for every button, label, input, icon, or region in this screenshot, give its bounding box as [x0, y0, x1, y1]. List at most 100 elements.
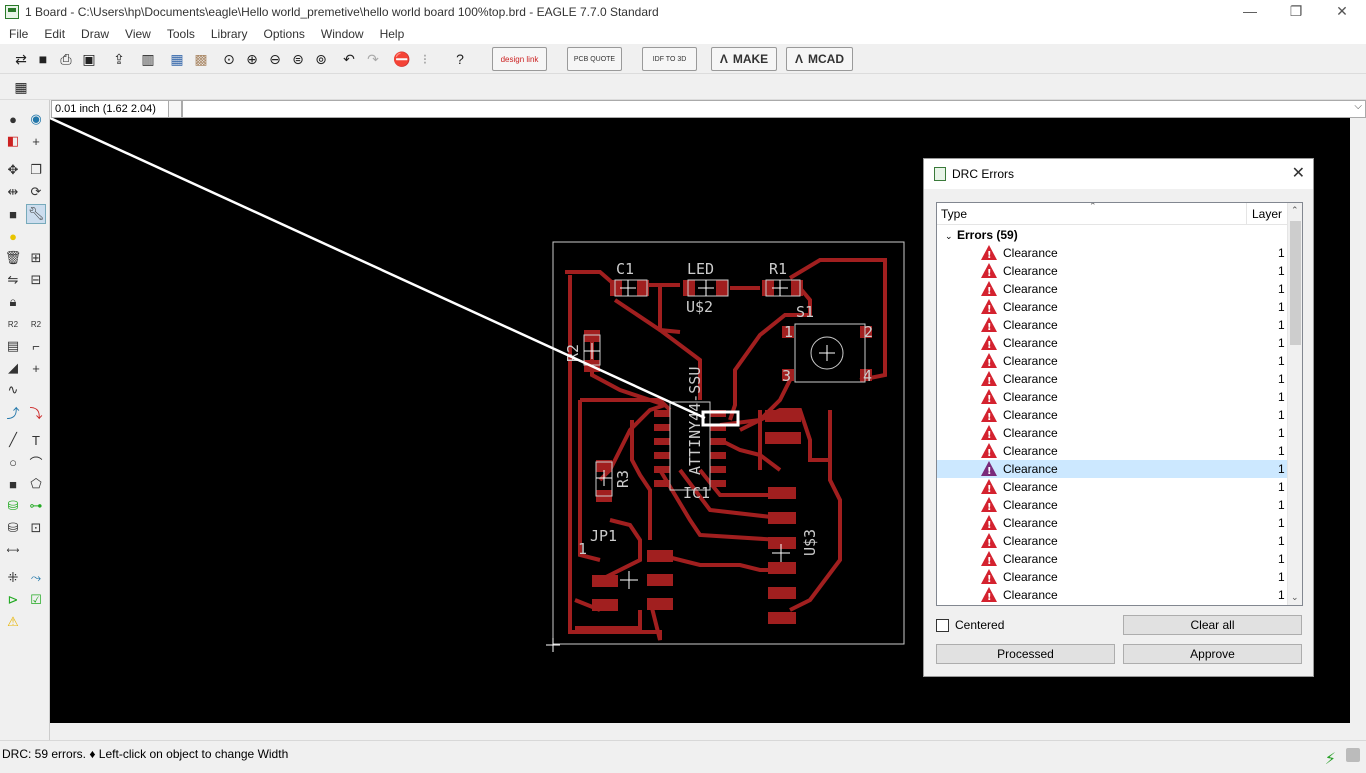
centered-checkbox[interactable]: Centered: [936, 618, 1004, 632]
sch-icon[interactable]: ▦: [170, 50, 184, 67]
mark-icon[interactable]: +: [32, 133, 40, 149]
smash-icon[interactable]: ▤: [6, 338, 20, 353]
add-icon[interactable]: ⊞: [30, 250, 42, 265]
zoom-prev-icon[interactable]: ⊜: [292, 50, 304, 67]
polygon-icon[interactable]: ⬠: [30, 476, 42, 491]
help-icon[interactable]: ?: [456, 51, 464, 67]
undo-icon[interactable]: ↶: [343, 50, 355, 67]
menu-library[interactable]: Library: [210, 27, 248, 41]
menu-options[interactable]: Options: [263, 27, 305, 41]
delete-icon[interactable]: 🗑︎: [4, 250, 22, 265]
attribute-icon[interactable]: ⊡: [30, 520, 42, 535]
ripup-icon[interactable]: ⤵: [29, 405, 43, 421]
close-icon[interactable]: ✕: [1291, 165, 1305, 182]
column-layer[interactable]: Layer: [1246, 203, 1282, 225]
info-icon[interactable]: ●: [9, 111, 17, 127]
horizontal-scrollbar[interactable]: [50, 723, 1350, 740]
go-icon[interactable]: ⚡: [1324, 751, 1336, 768]
brd-icon[interactable]: ▩: [194, 50, 208, 67]
menu-window[interactable]: Window: [320, 27, 364, 41]
minimize-button[interactable]: —: [1243, 3, 1257, 19]
signal-icon[interactable]: ⊶: [29, 498, 43, 513]
split-icon[interactable]: ◢: [8, 360, 18, 375]
close-window-button[interactable]: ✕: [1336, 3, 1348, 19]
grid-icon[interactable]: ▦: [14, 78, 28, 95]
name-icon[interactable]: R2: [7, 319, 19, 329]
change-icon[interactable]: 🔧︎: [26, 204, 46, 224]
approve-button[interactable]: Approve: [1123, 644, 1302, 664]
upload-icon[interactable]: ⇪: [113, 50, 125, 67]
autorouter-icon[interactable]: ⤳: [30, 570, 42, 585]
restore-button[interactable]: ❐: [1289, 3, 1303, 19]
save-icon[interactable]: ■: [38, 51, 48, 67]
vertical-scrollbar[interactable]: [1350, 118, 1366, 723]
wire-icon[interactable]: ╱: [9, 432, 17, 447]
show-icon[interactable]: ◉: [30, 111, 42, 126]
redo-icon[interactable]: ↷: [367, 50, 379, 67]
text-icon[interactable]: T: [32, 432, 40, 448]
stop-icon[interactable]: ⛔: [393, 50, 411, 67]
rect-icon[interactable]: ■: [9, 476, 17, 492]
dimension-icon[interactable]: ⟷: [6, 544, 20, 555]
scroll-up-icon[interactable]: ⌃: [1291, 205, 1299, 215]
move-icon[interactable]: ✥: [7, 162, 19, 177]
display-icon[interactable]: ◧: [6, 133, 20, 148]
errors-group[interactable]: ⌄Errors (59): [945, 226, 1018, 244]
stop-icon[interactable]: [1346, 748, 1360, 762]
errors-tree[interactable]: ⌃ Type Layer ⌄Errors (59) Clearance1Clea…: [936, 202, 1303, 606]
replace-icon[interactable]: ⇋: [7, 272, 19, 287]
design-link-button[interactable]: design link: [492, 47, 547, 71]
go-icon[interactable]: ⁝: [422, 50, 428, 67]
layers-icon[interactable]: ▥: [141, 50, 155, 67]
zoom-in-icon[interactable]: ⊕: [246, 50, 258, 67]
route-icon[interactable]: ⤴: [6, 405, 20, 421]
menu-edit[interactable]: Edit: [44, 27, 66, 41]
processed-button[interactable]: Processed: [936, 644, 1115, 664]
miter-icon[interactable]: ⌐: [32, 338, 40, 354]
zoom-fit-icon[interactable]: ⊙: [223, 50, 235, 67]
errors-warning-icon[interactable]: ⚠: [7, 614, 19, 629]
scroll-down-icon[interactable]: ⌄: [1291, 592, 1299, 602]
menu-draw[interactable]: Draw: [81, 27, 110, 41]
command-line-input[interactable]: ⌵: [182, 100, 1366, 118]
drc-icon[interactable]: ☑: [30, 592, 42, 607]
paste-icon[interactable]: ●: [9, 228, 17, 244]
tree-scrollbar[interactable]: ⌃ ⌄: [1287, 203, 1302, 605]
scroll-thumb[interactable]: [1290, 221, 1301, 345]
checkbox-box[interactable]: [936, 618, 949, 632]
menu-help[interactable]: Help: [379, 27, 405, 41]
idf-to-3d-button[interactable]: IDF TO 3D: [642, 47, 697, 71]
hole-icon[interactable]: ⛁: [7, 520, 19, 535]
print-icon[interactable]: ⎙: [60, 50, 72, 67]
menu-tools[interactable]: Tools: [166, 27, 195, 41]
menu-file[interactable]: File: [9, 27, 29, 41]
menu-view[interactable]: View: [125, 27, 151, 41]
circle-icon[interactable]: ○: [9, 454, 17, 470]
chevron-down-icon[interactable]: ⌵: [1354, 101, 1362, 112]
open-icon[interactable]: ⇄: [15, 50, 27, 67]
ratsnest-icon[interactable]: ⁜: [7, 570, 19, 585]
coordinate-button[interactable]: [168, 100, 182, 118]
pcb-quote-button[interactable]: PCB QUOTE: [567, 47, 622, 71]
copy-icon[interactable]: ❐: [30, 162, 42, 177]
via-icon[interactable]: ⛁: [7, 498, 19, 513]
zoom-select-icon[interactable]: ⊚: [315, 50, 327, 67]
